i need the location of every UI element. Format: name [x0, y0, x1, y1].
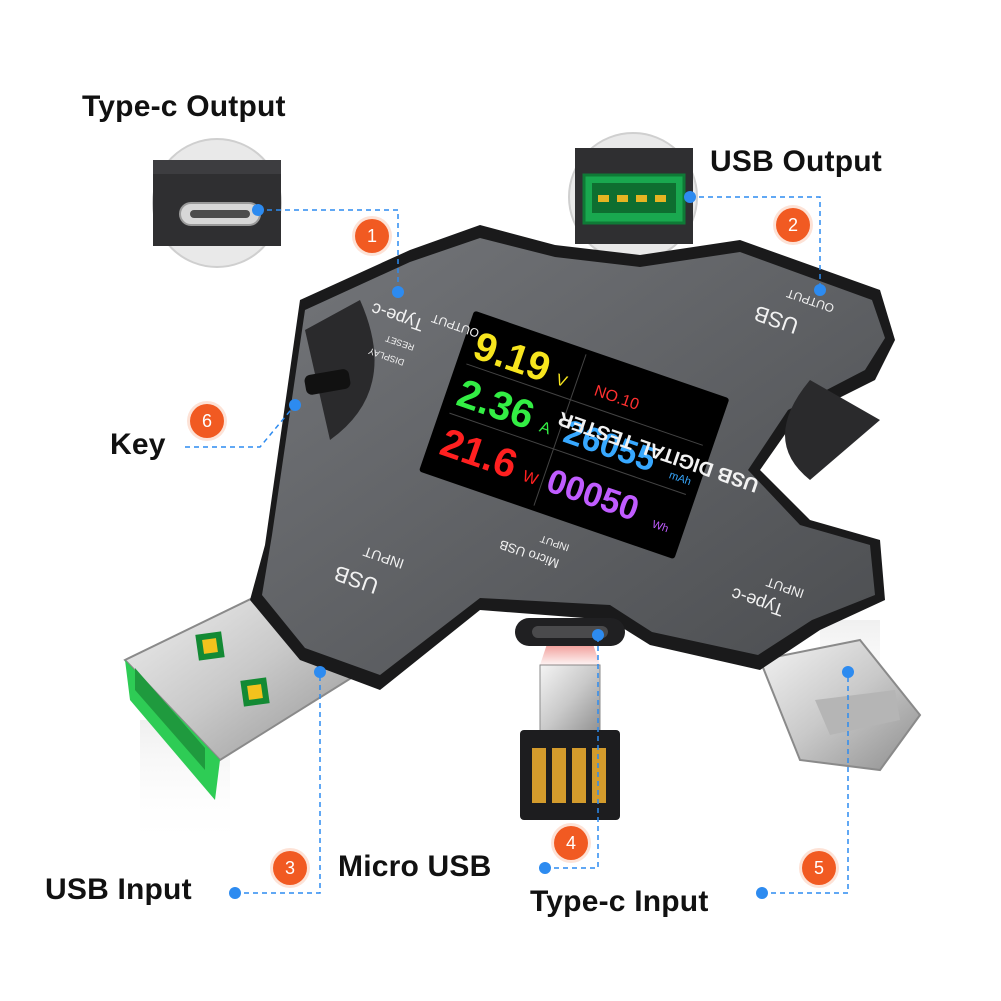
callout-key: Key: [110, 428, 166, 461]
callout-typec-input: Type-c Input: [530, 885, 709, 918]
callout-usb-output: USB Output: [710, 145, 882, 178]
lcd-screen: 9.19 V NO.10 2.36 A 21.6 W 26055 mAh 000…: [419, 311, 729, 559]
badge-2: 2: [776, 208, 810, 242]
usb-output-zoom: [568, 132, 698, 262]
badge-5: 5: [802, 851, 836, 885]
badge-6: 6: [190, 404, 224, 438]
leader-dots: [229, 191, 854, 899]
power-unit: W: [520, 468, 541, 489]
badge-1: 1: [355, 219, 389, 253]
callout-usb-input: USB Input: [45, 873, 192, 906]
typec-plug: [758, 638, 922, 772]
leader-lines: [185, 196, 849, 894]
energy-unit: Wh: [650, 519, 670, 536]
typec-output-zoom: [152, 138, 282, 268]
badge-4: 4: [554, 826, 588, 860]
callout-typec-output: Type-c Output: [82, 90, 286, 123]
callout-micro-usb: Micro USB: [338, 850, 492, 883]
badge-3: 3: [273, 851, 307, 885]
micro-usb-adapter: [520, 620, 620, 820]
